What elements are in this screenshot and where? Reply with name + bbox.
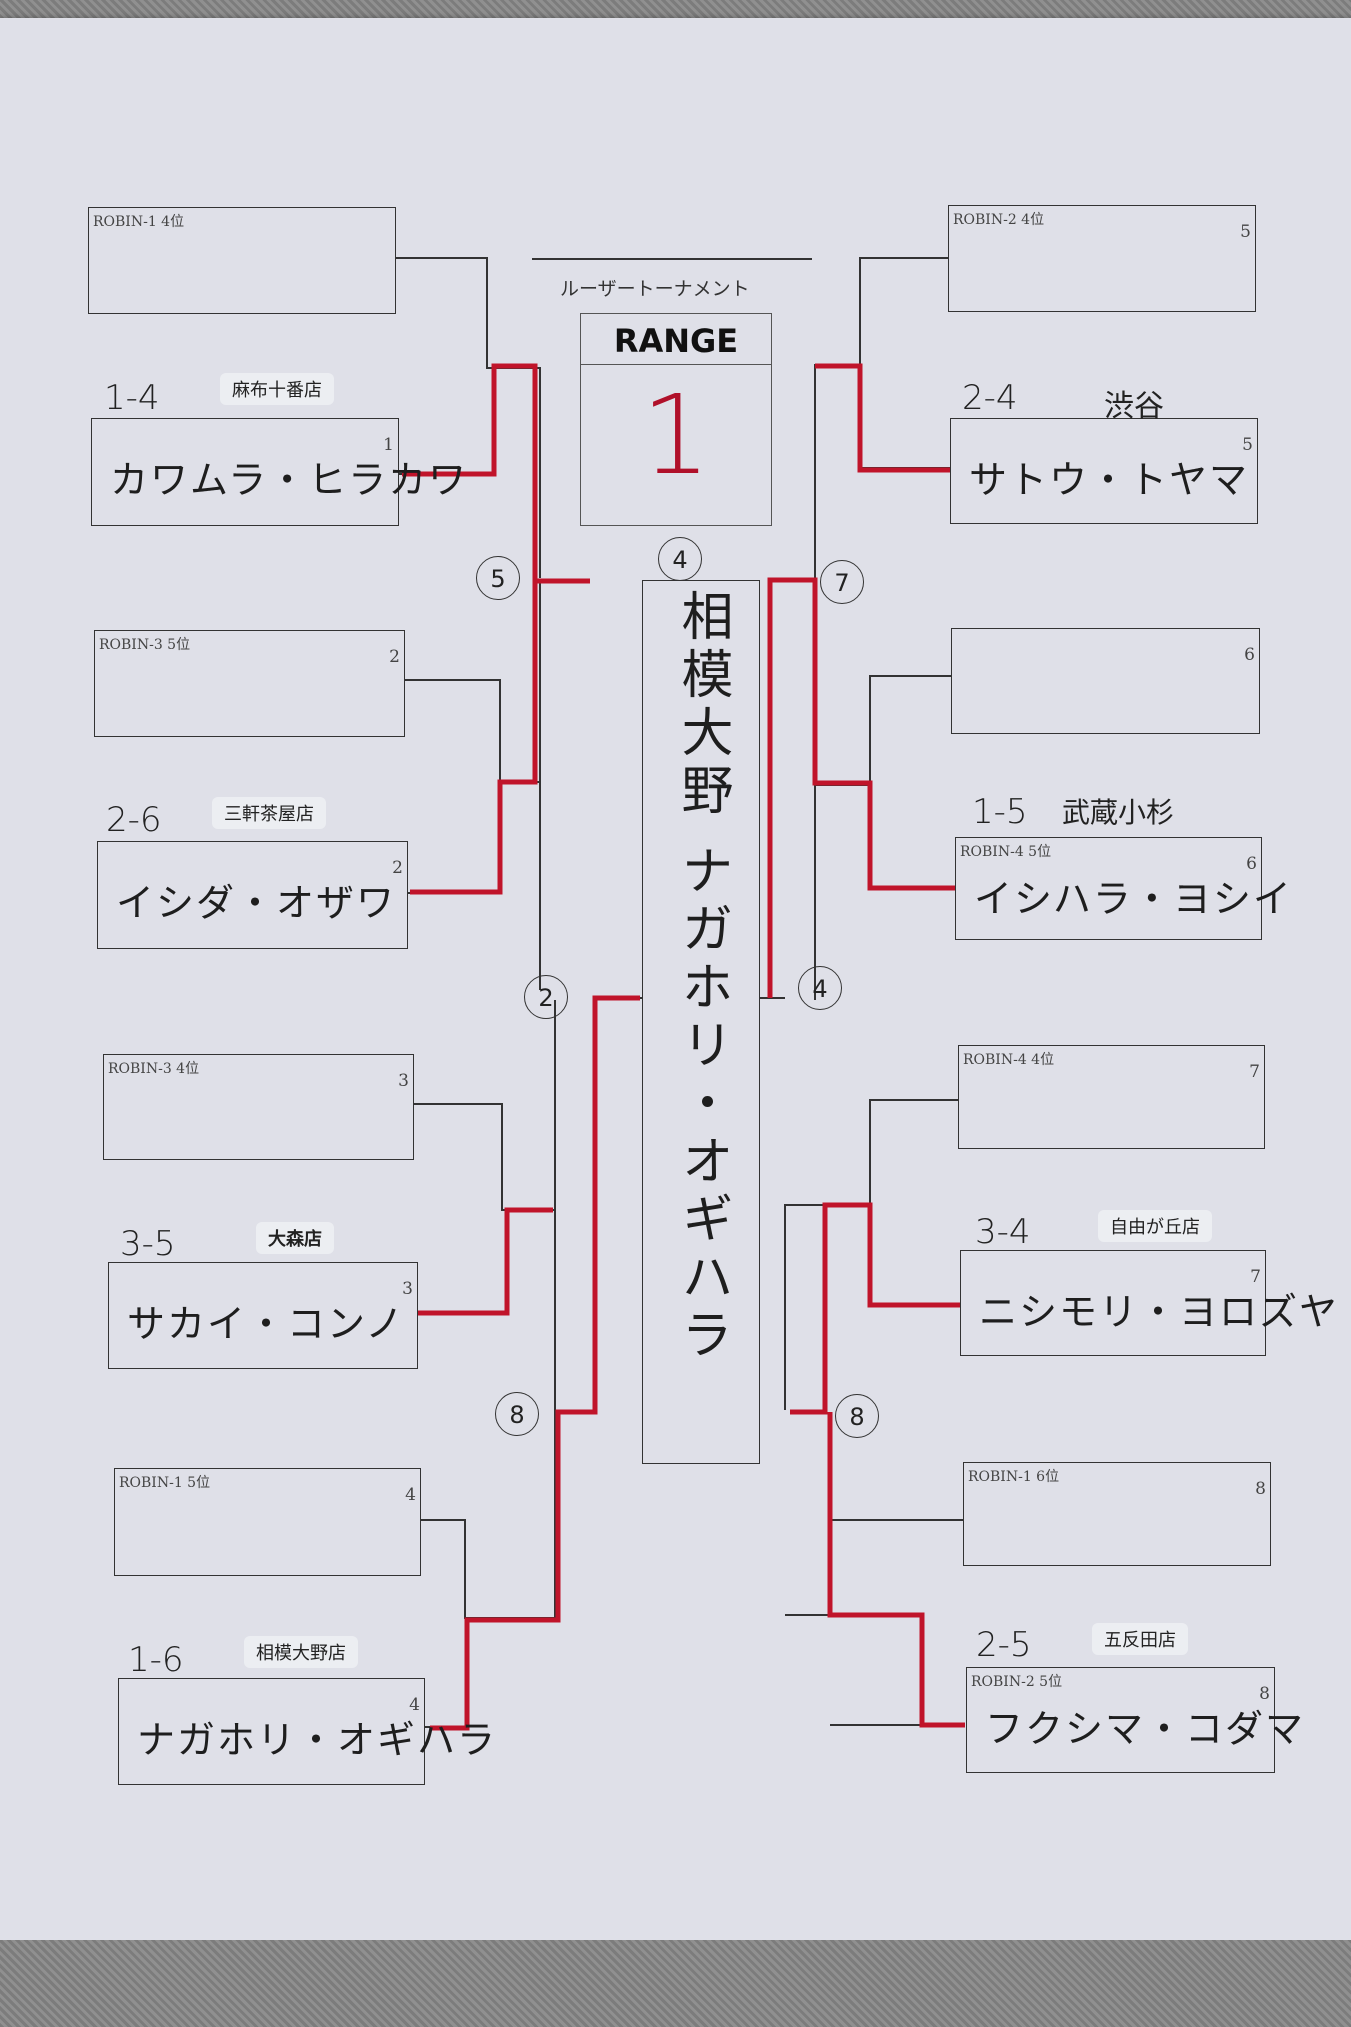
champion-box: 相模大野 ナガホリ・オギハラ [642,580,760,1464]
entry-box: ROBIN-1 6位 8 [963,1462,1271,1566]
team-name: フクシマ・コダマ [985,1707,1306,1751]
entry-box: 4 ナガホリ・オギハラ [118,1678,495,1785]
entry-box: ROBIN-2 5位 8 フクシマ・コダマ [966,1667,1303,1773]
entry-seed: 4 [409,1695,420,1715]
team-name: サトウ・トヤマ [969,458,1250,502]
entry-caption: ROBIN-2 4位 [953,212,1045,228]
round-circle: 4 [798,966,842,1010]
entry-caption: ROBIN-3 4位 [108,1061,200,1077]
store-tag: 麻布十番店 [220,373,334,405]
team-name: ニシモリ・ヨロズヤ [979,1290,1340,1334]
page-title: ルーザートーナメント [560,278,750,300]
range-label: RANGE [581,314,771,365]
match-score: 1-4 [104,378,160,418]
entry-box: ROBIN-3 4位 3 [103,1054,414,1160]
entry-caption: ROBIN-1 6位 [968,1469,1060,1485]
entry-caption: ROBIN-1 5位 [119,1475,211,1491]
entry-seed: 4 [405,1485,416,1505]
entry-seed: 7 [1250,1267,1261,1287]
round-circle: 8 [495,1392,539,1436]
entry-seed: 2 [392,858,403,878]
entry-seed: 8 [1255,1479,1266,1499]
entry-caption: ROBIN-3 5位 [99,637,191,653]
entry-box: ROBIN-4 4位 7 [958,1045,1265,1149]
entry-box: 3 サカイ・コンノ [108,1262,418,1369]
match-score: 2-4 [962,378,1018,418]
team-name: ナガホリ・オギハラ [137,1718,498,1762]
entry-box: 2 イシダ・オザワ [97,841,408,949]
entry-caption: ROBIN-4 4位 [963,1052,1055,1068]
store-tag: 相模大野店 [244,1636,358,1668]
entry-caption: ROBIN-2 5位 [971,1674,1063,1690]
entry-box: 6 [951,628,1260,734]
range-box: RANGE 1 [580,313,772,526]
team-name: カワムラ・ヒラカワ [110,458,469,502]
match-score: 2-6 [106,800,162,840]
entry-box: 7 ニシモリ・ヨロズヤ [960,1250,1337,1356]
store-tag: 大森店 [256,1222,334,1254]
entry-seed: 5 [1242,435,1253,455]
match-score: 2-5 [976,1625,1032,1665]
store-tag: 三軒茶屋店 [212,797,326,829]
entry-seed: 2 [389,647,400,667]
entry-seed: 6 [1246,854,1257,874]
entry-box: ROBIN-1 4位 [88,207,396,314]
store-tag: 渋谷 [1104,389,1164,424]
round-circle: 8 [835,1394,879,1438]
store-tag: 五反田店 [1092,1623,1188,1655]
store-tag: 自由が丘店 [1098,1210,1212,1242]
entry-seed: 3 [402,1279,413,1299]
match-score: 3-5 [120,1224,176,1264]
entry-seed: 6 [1244,645,1255,665]
entry-seed: 7 [1249,1062,1260,1082]
match-score: 3-4 [975,1212,1031,1252]
champion-name: 相模大野 ナガホリ・オギハラ [672,589,732,1366]
entry-box: 5 サトウ・トヤマ [950,418,1258,524]
range-number: 1 [641,371,711,499]
match-score: 1-6 [128,1640,184,1680]
round-circle: 2 [524,975,568,1019]
round-circle: 7 [820,560,864,604]
team-name: イシハラ・ヨシイ [974,877,1293,921]
match-score: 1-5 [972,792,1028,832]
entry-box: ROBIN-1 5位 4 [114,1468,421,1576]
entry-seed: 3 [398,1071,409,1091]
entry-box: ROBIN-3 5位 2 [94,630,405,737]
entry-seed: 1 [383,435,394,455]
background-floor [0,1940,1351,2027]
entry-caption: ROBIN-4 5位 [960,844,1052,860]
entry-seed: 8 [1259,1684,1270,1704]
title-underline [532,258,812,260]
entry-caption: ROBIN-1 4位 [93,214,185,230]
entry-box: ROBIN-2 4位 5 [948,205,1256,312]
background-floor-top [0,0,1351,18]
entry-box: ROBIN-4 5位 6 イシハラ・ヨシイ [955,837,1291,940]
entry-seed: 5 [1240,222,1251,242]
entry-box: 1 カワムラ・ヒラカワ [91,418,466,526]
team-name: サカイ・コンノ [127,1302,406,1346]
round-circle: 4 [658,537,702,581]
round-circle: 5 [476,556,520,600]
team-name: イシダ・オザワ [116,881,397,925]
store-tag: 武蔵小杉 [1062,796,1175,829]
